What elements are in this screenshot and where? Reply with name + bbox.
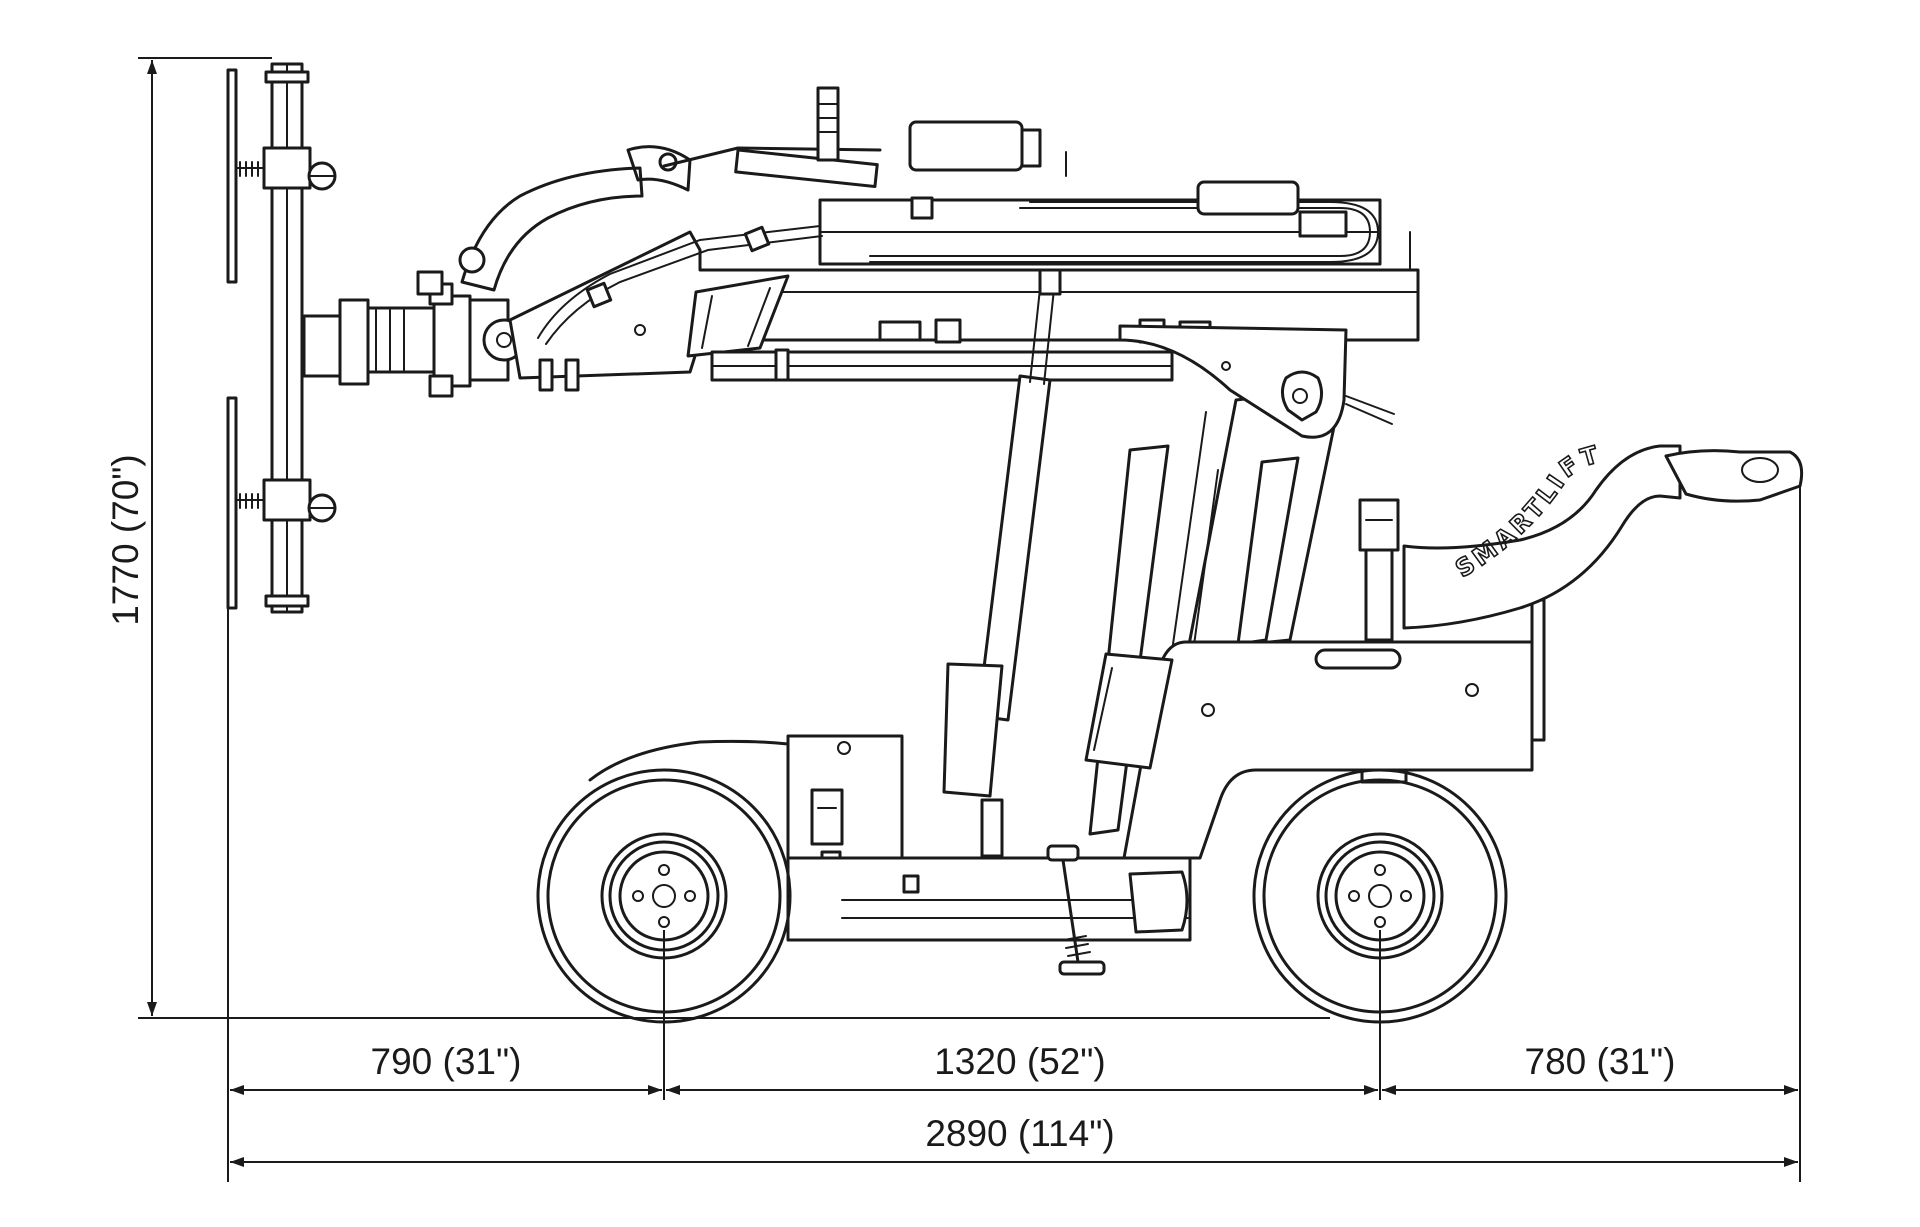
front-wheel [536, 768, 792, 1024]
outrigger-foot [1058, 960, 1106, 976]
dimension-labels: 1770 (70") 790 (31") 1320 (52") 780 (31"… [105, 454, 1675, 1154]
boom-motor [908, 120, 1024, 172]
upper-knob [307, 161, 337, 191]
overall-length-label: 2890 (114") [925, 1113, 1114, 1154]
boom-assembly [458, 86, 1420, 392]
battery-box [1084, 652, 1174, 770]
cable-chain [869, 207, 1372, 257]
chassis: SMARTLIFT [588, 268, 1804, 976]
vacuum-pad-frame [226, 62, 526, 614]
lower-suction-pad [226, 396, 238, 610]
lower-knob [307, 493, 337, 523]
swing-arm [460, 166, 644, 292]
tiller-grip [1664, 449, 1804, 503]
rear-overhang-label: 780 (31") [1525, 1041, 1676, 1082]
lift-cylinder [976, 374, 1052, 722]
tiller-handle [1402, 444, 1682, 630]
upper-suction-pad [226, 68, 238, 284]
tilt-cylinder [734, 148, 879, 189]
rear-wheel [1252, 768, 1508, 1024]
mast-pivot [1281, 370, 1323, 422]
height-label: 1770 (70") [105, 454, 146, 626]
wheelbase-label: 1320 (52") [934, 1041, 1106, 1082]
body-panel [1122, 640, 1534, 860]
front-overhang-label: 790 (31") [371, 1041, 522, 1082]
